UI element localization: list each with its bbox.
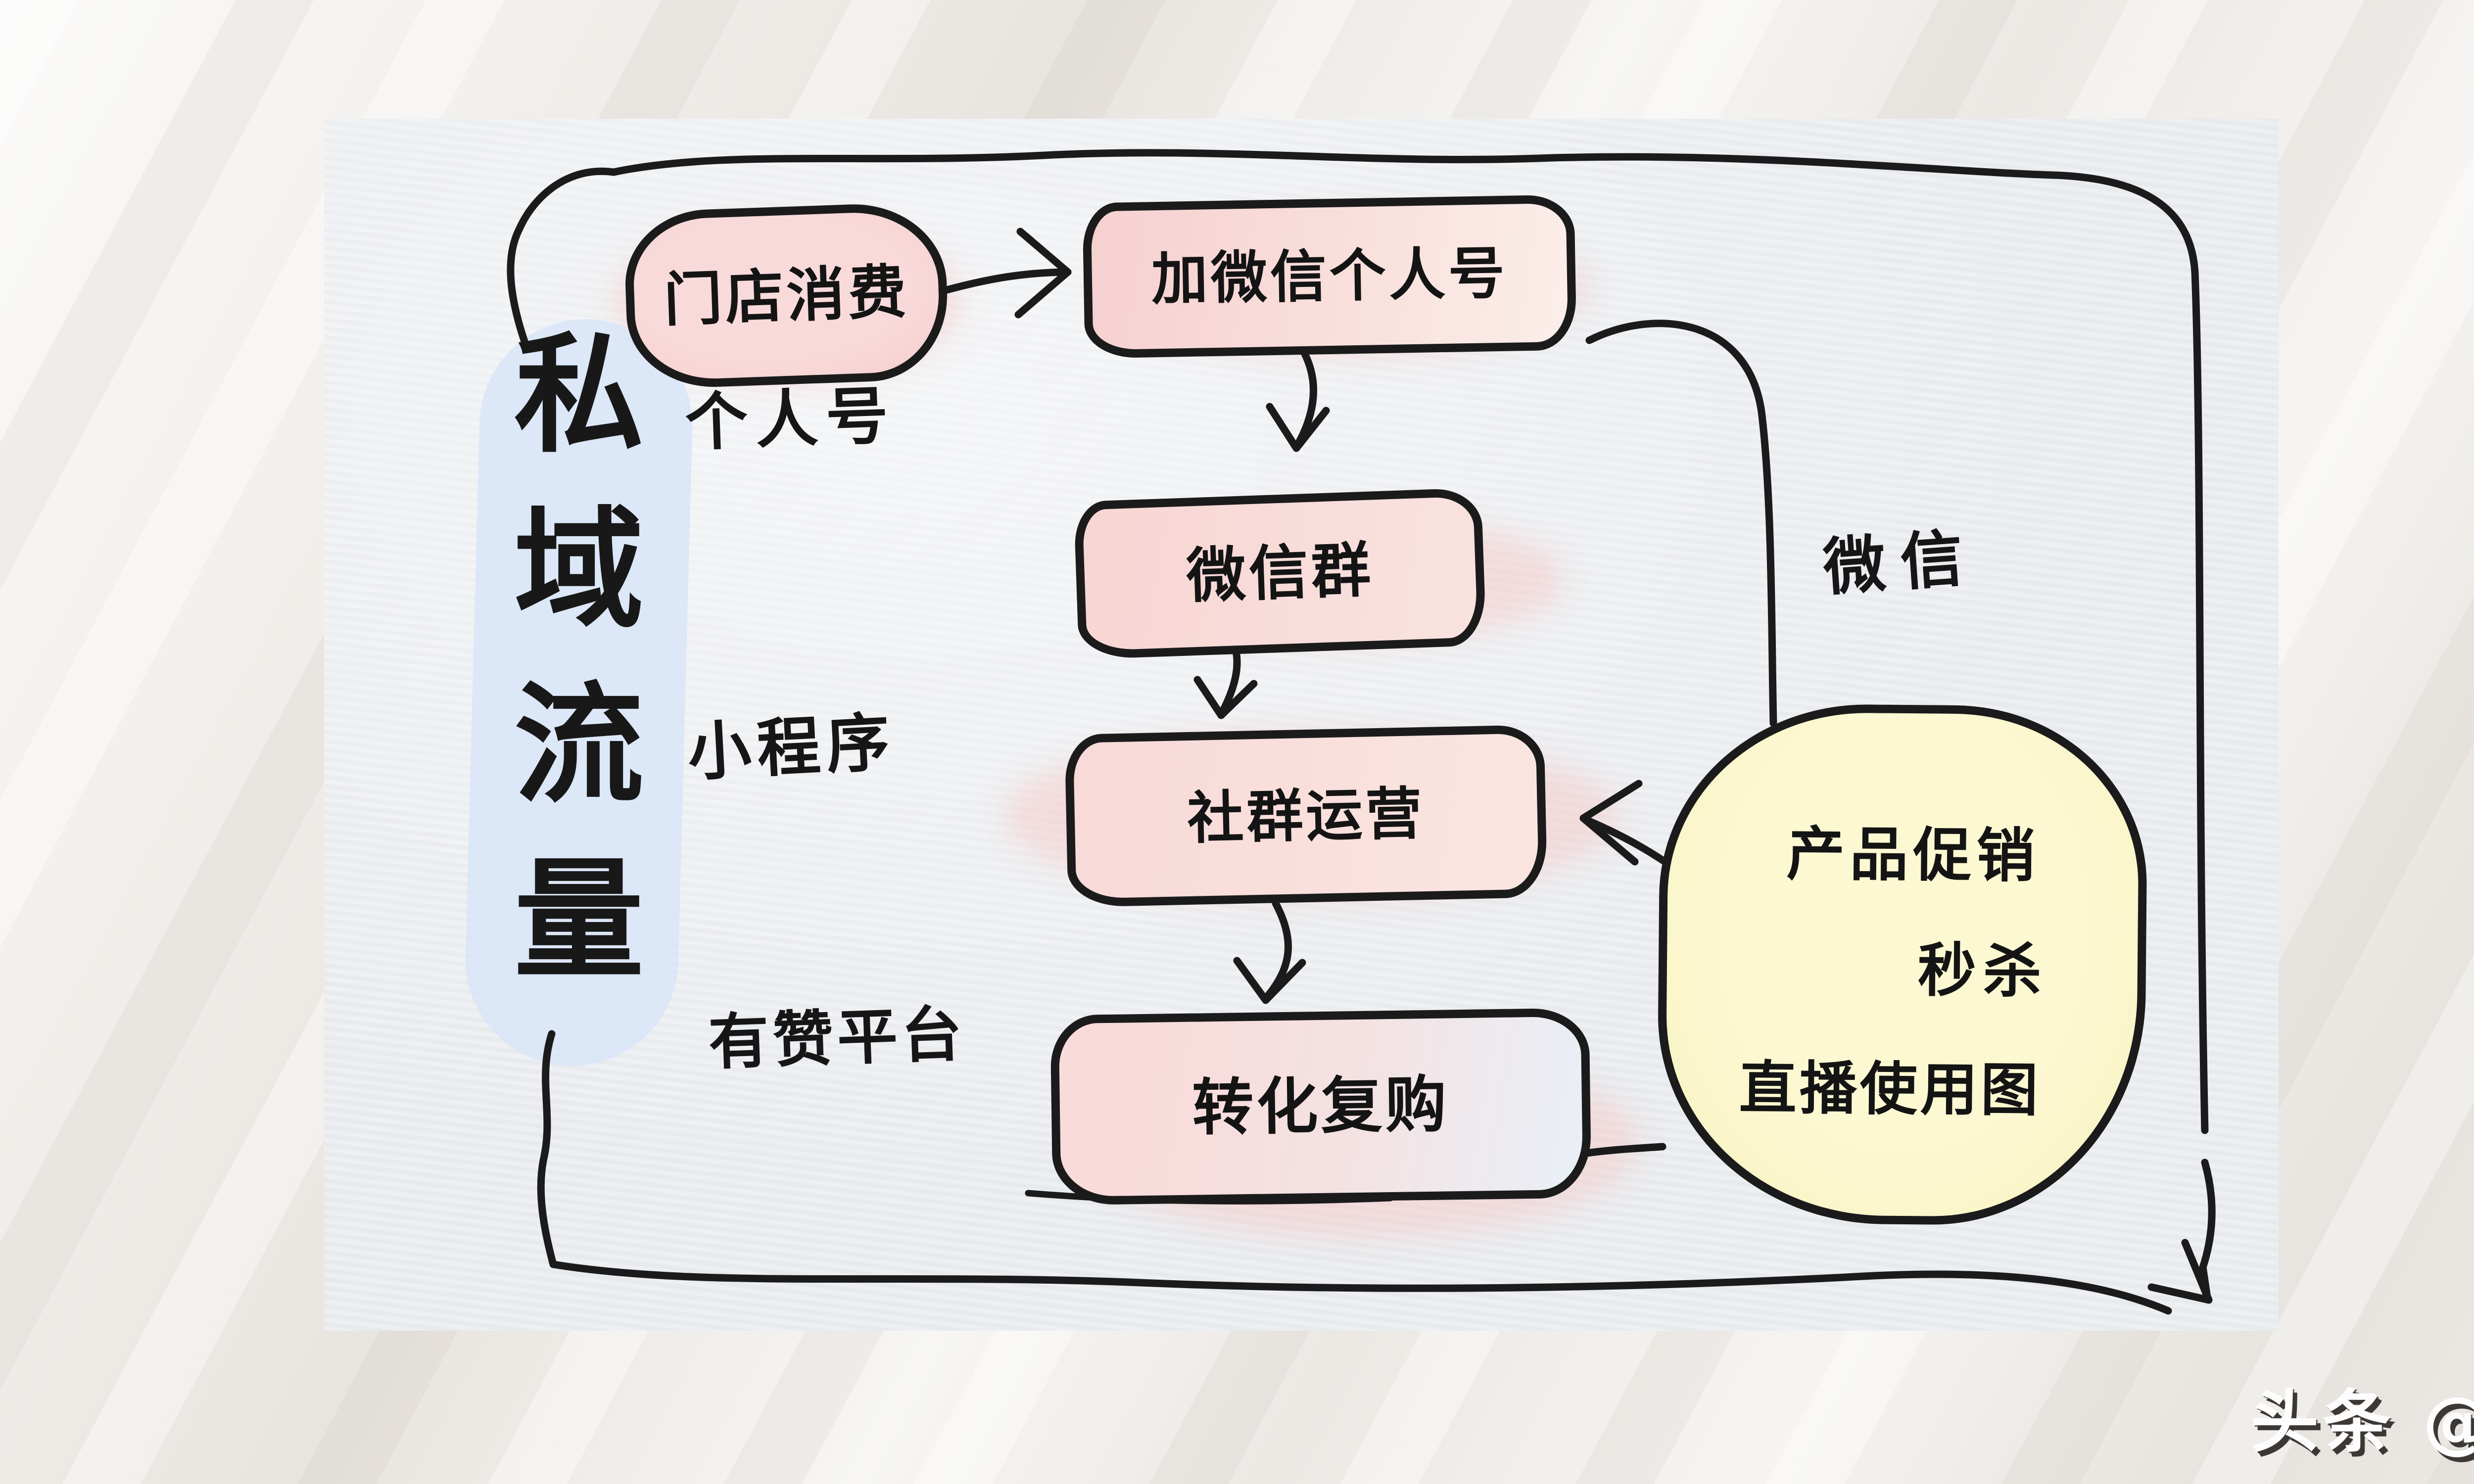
promo-line: 产品促销: [1786, 819, 2041, 890]
vertical-title-private-domain-traffic: 私 域 流 量: [482, 330, 675, 985]
promo-line: 秒杀: [1917, 936, 2049, 1006]
title-char: 量: [514, 845, 644, 996]
node-label: 转化复购: [1191, 1069, 1450, 1144]
node-conversion-repurchase: 转化复购: [1050, 1008, 1592, 1206]
title-char: 私: [514, 320, 644, 470]
annotation-wechat: 微信: [1821, 521, 1980, 604]
annotation-youzan-platform: 有赞平台: [707, 998, 967, 1078]
annotation-mini-program: 小程序: [686, 705, 898, 790]
title-char: 域: [514, 495, 644, 646]
title-char: 流: [514, 670, 644, 821]
annotation-personal-account: 个人号: [684, 379, 898, 460]
node-community-operation: 社群运营: [1064, 724, 1548, 908]
node-label: 微信群: [1185, 535, 1375, 611]
node-label: 社群运营: [1187, 780, 1426, 851]
promo-bubble: 产品促销 秒杀 直播使用图: [1656, 702, 2148, 1227]
node-label: 加微信个人号: [1150, 240, 1509, 313]
node-add-wechat-personal-account: 加微信个人号: [1082, 194, 1577, 359]
watermark-toutiao-xiashuo: 头条 @侠说: [2250, 1382, 2474, 1462]
node-label: 门店消费: [663, 257, 910, 334]
node-wechat-group: 微信群: [1073, 487, 1487, 660]
promo-line: 直播使用图: [1739, 1055, 2042, 1124]
